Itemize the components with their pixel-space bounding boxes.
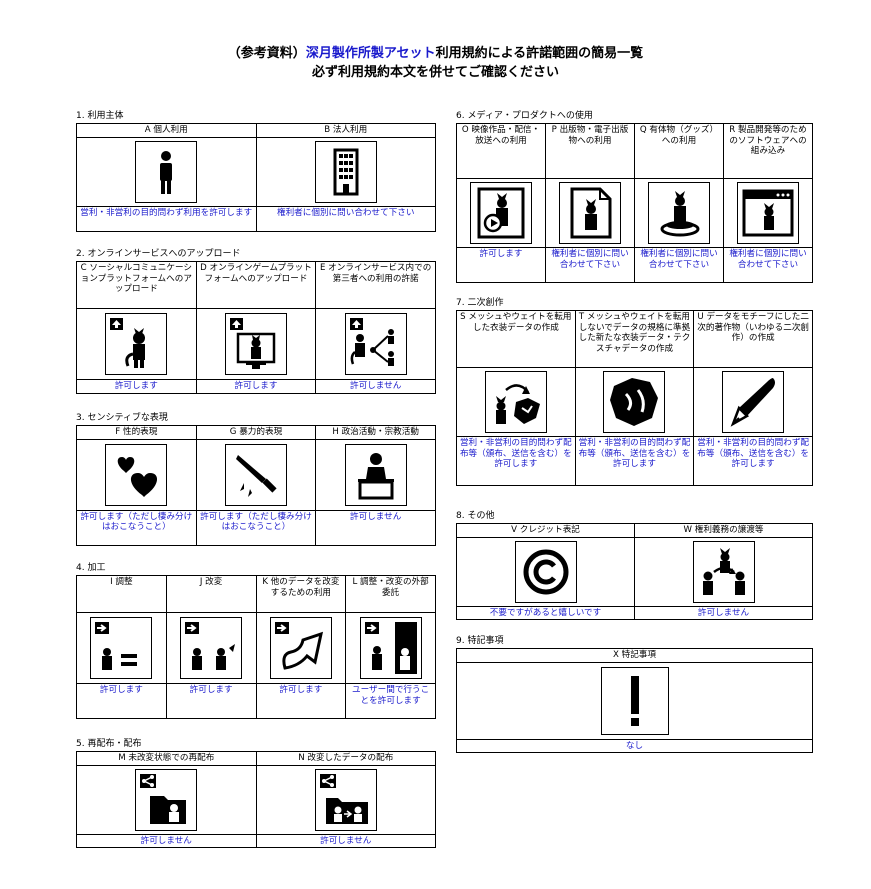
section-heading: 7. 二次創作 <box>456 298 504 308</box>
answer-e: 許可しません <box>315 379 436 394</box>
document-icon <box>559 182 621 244</box>
answer-s: 営利・非営利の目的問わず配布等（頒布、送信を含む）を許可します <box>456 436 576 486</box>
answer-o: 許可します <box>456 247 546 283</box>
section-heading: 8. その他 <box>456 511 495 521</box>
pen-icon <box>722 371 785 433</box>
section-derivative: 7. 二次創作 S メッシュやウェイトを転用した衣装データの作成 T メッシュや… <box>456 298 813 486</box>
answer-a: 営利・非営利の目的問わず利用を許可します <box>76 205 257 232</box>
cell-label-g: G 暴力的表現 <box>195 425 317 440</box>
cell-label-k: K 他のデータを改変するための利用 <box>255 575 347 613</box>
hearts-icon <box>105 443 168 506</box>
person-icon <box>135 140 198 203</box>
video-icon <box>470 182 532 244</box>
cell-label-s: S メッシュやウェイトを転用した衣装データの作成 <box>456 310 576 368</box>
answer-c: 許可します <box>76 379 197 394</box>
section-online-upload: 2. オンラインサービスへのアップロード C ソーシャルコミュニケーションプラッ… <box>76 249 436 394</box>
cell-label-w: W 権利義務の譲渡等 <box>634 523 813 538</box>
cloth-transfer-icon <box>484 371 547 433</box>
answer-g: 許可します（ただし棲み分けはおこなうこと） <box>195 509 317 546</box>
cell-label-q: Q 有体物（グッズ）への利用 <box>634 123 724 179</box>
answer-f: 許可します（ただし棲み分けはおこなうこと） <box>76 509 197 546</box>
answer-j: 許可します <box>165 683 257 719</box>
cloth-icon <box>603 371 666 433</box>
answer-n: 許可しません <box>255 833 436 848</box>
figure-icon <box>648 182 710 244</box>
section-heading: 5. 再配布・配布 <box>76 739 142 749</box>
section-heading: 6. メディア・プロダクトへの使用 <box>456 111 593 121</box>
section-heading: 3. センシティブな表現 <box>76 413 168 423</box>
cell-label-l: L 調整・改変の外部委託 <box>345 575 436 613</box>
title-suffix: 利用規約による許諾範囲の簡易一覧 <box>435 46 644 61</box>
section-heading: 2. オンラインサービスへのアップロード <box>76 249 241 259</box>
cell-label-p: P 出版物・電子出版物への利用 <box>545 123 635 179</box>
building-icon <box>314 140 377 203</box>
copyright-icon <box>514 540 577 603</box>
answer-h: 許可しません <box>315 509 436 546</box>
section-heading: 9. 特記事項 <box>456 636 504 646</box>
page-title: （参考資料）深月製作所製アセット利用規約による許諾範囲の簡易一覧 <box>0 45 871 63</box>
cell-label-f: F 性的表現 <box>76 425 197 440</box>
answer-p: 権利者に個別に問い合わせて下さい <box>545 247 635 283</box>
cell-label-d: D オンラインゲームプラットフォームへのアップロード <box>195 261 317 309</box>
cell-label-e: E オンラインサービス内での第三者への利用の許諾 <box>315 261 436 309</box>
podium-icon <box>344 443 407 506</box>
answer-d: 許可します <box>195 379 317 394</box>
section-special-notes: 9. 特記事項 X 特記事項 なし <box>456 636 813 753</box>
share-modified-icon <box>314 768 377 831</box>
answer-u: 営利・非営利の目的問わず配布等（頒布、送信を含む）を許可します <box>693 436 813 486</box>
outsource-icon <box>359 617 422 679</box>
window-icon <box>737 182 799 244</box>
section-sensitive: 3. センシティブな表現 F 性的表現 G 暴力的表現 H 政治活動・宗教活動 … <box>76 413 436 546</box>
upload-share-icon <box>344 313 407 375</box>
cell-label-o: O 映像作品・配信・放送への利用 <box>456 123 546 179</box>
transfer-icon <box>692 540 755 603</box>
answer-t: 営利・非営利の目的問わず配布等（頒布、送信を含む）を許可します <box>574 436 695 486</box>
exclamation-icon <box>600 666 669 735</box>
cell-label-t: T メッシュやウェイトを転用しないでデータの規格に準拠した新たな衣装データ・テク… <box>574 310 695 368</box>
title-brand: 深月製作所製アセット <box>305 46 436 61</box>
section-processing: 4. 加工 I 調整 J 改変 K 他のデータを改変するための利用 L 調整・改… <box>76 563 436 719</box>
section-media-product: 6. メディア・プロダクトへの使用 O 映像作品・配信・放送への利用 P 出版物… <box>456 111 813 283</box>
upload-game-icon <box>224 313 287 375</box>
answer-v: 不要ですがあると嬉しいです <box>456 605 635 620</box>
answer-w: 許可しません <box>634 605 813 620</box>
page-subtitle: 必ず利用規約本文を併せてご確認ください <box>311 65 559 80</box>
section-heading: 1. 利用主体 <box>76 111 124 121</box>
cell-label-b: B 法人利用 <box>255 123 436 138</box>
adjust-icon <box>90 617 153 679</box>
cell-label-a: A 個人利用 <box>76 123 257 138</box>
other-data-icon <box>269 617 332 679</box>
answer-l: ユーザー間で行うことを許可します <box>345 683 436 719</box>
answer-q: 権利者に個別に問い合わせて下さい <box>634 247 724 283</box>
upload-cat-icon <box>105 313 168 375</box>
cell-label-v: V クレジット表記 <box>456 523 635 538</box>
answer-m: 許可しません <box>76 833 257 848</box>
answer-k: 許可します <box>255 683 347 719</box>
knife-icon <box>224 443 287 506</box>
answer-i: 許可します <box>76 683 167 719</box>
cell-label-n: N 改変したデータの配布 <box>255 751 436 766</box>
section-usage-subject: 1. 利用主体 A 個人利用 B 法人利用 営利・非営利の目的問わず利用を許可し… <box>76 111 436 232</box>
title-prefix: （参考資料） <box>227 46 306 61</box>
share-folder-icon <box>135 768 198 831</box>
answer-x: なし <box>456 738 813 753</box>
cell-label-x: X 特記事項 <box>456 648 813 663</box>
cell-label-m: M 未改変状態での再配布 <box>76 751 257 766</box>
answer-r: 権利者に個別に問い合わせて下さい <box>723 247 813 283</box>
cell-label-j: J 改変 <box>165 575 257 613</box>
cell-label-i: I 調整 <box>76 575 167 613</box>
section-heading: 4. 加工 <box>76 563 106 573</box>
cell-label-r: R 製品開発等のためのソフトウェアへの組み込み <box>723 123 813 179</box>
section-redistribution: 5. 再配布・配布 M 未改変状態での再配布 N 改変したデータの配布 許可しま… <box>76 739 436 848</box>
section-other: 8. その他 V クレジット表記 W 権利義務の譲渡等 不要ですがあると嬉しいで… <box>456 511 813 620</box>
cell-label-h: H 政治活動・宗教活動 <box>315 425 436 440</box>
modify-icon <box>180 617 243 679</box>
answer-b: 権利者に個別に問い合わせて下さい <box>255 205 436 232</box>
cell-label-u: U データをモチーフにした二次的著作物（いわゆる二次創作）の作成 <box>693 310 813 368</box>
cell-label-c: C ソーシャルコミュニケーションプラットフォームへのアップロード <box>76 261 197 309</box>
